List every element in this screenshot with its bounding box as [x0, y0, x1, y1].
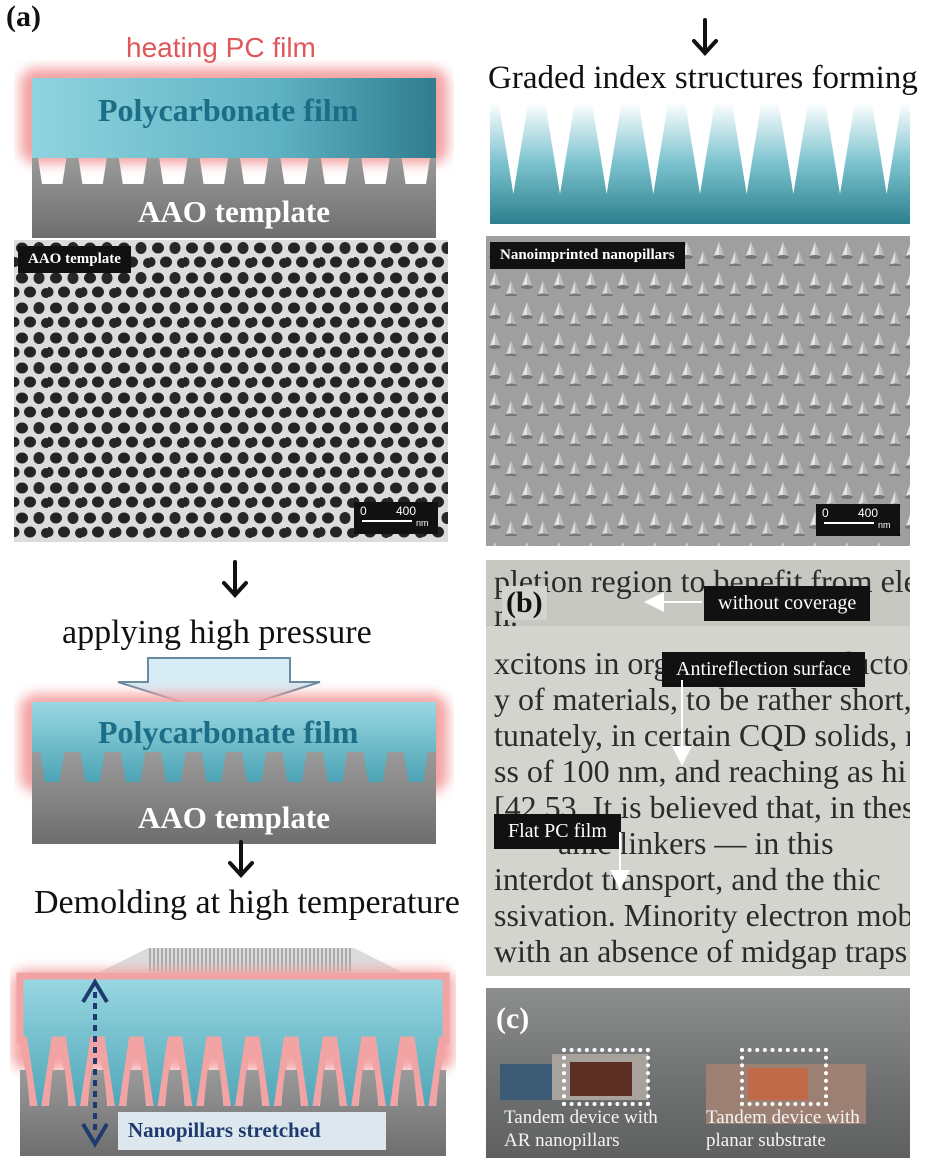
caption-right-line2: planar substrate: [706, 1130, 826, 1151]
scale-value: 400: [858, 506, 879, 520]
sem-aao-image: AAO template 0 400 nm: [14, 240, 448, 542]
scale-zero: 0: [822, 506, 829, 520]
white-pointer-arrow-icon: [610, 592, 702, 890]
scale-value: 400: [396, 504, 417, 518]
scale-line: [362, 520, 412, 522]
aao-template-layer: [32, 158, 436, 238]
tag-without-coverage: without coverage: [704, 586, 871, 621]
photo-c-device-left: [570, 1062, 632, 1096]
panel-label-c: (c): [496, 1002, 530, 1035]
sem-aao-scalebar: 0 400 nm: [354, 502, 438, 534]
caption-applying-pressure: applying high pressure: [62, 614, 372, 651]
heating-label: heating PC film: [126, 32, 316, 63]
sem-pillars-image: Nanoimprinted nanopillars 0 400 nm: [486, 236, 910, 546]
stretch-label-bg: [118, 1112, 386, 1150]
template-label-step2: AAO template: [138, 800, 330, 835]
caption-left-line2: AR nanopillars: [504, 1130, 620, 1151]
tag-antireflection: Antireflection surface: [662, 652, 865, 687]
caption-device-left: Tandem device with AR nanopillars: [504, 1106, 658, 1152]
down-arrow-icon: [228, 840, 254, 878]
photo-c-clip: [500, 1064, 560, 1100]
caption-demolding: Demolding at high temperature: [34, 884, 460, 921]
panel-label-b: (b): [502, 586, 547, 620]
template-label-step1: AAO template: [138, 194, 330, 229]
tag-flat-pc: Flat PC film: [494, 814, 621, 849]
scale-zero: 0: [360, 504, 367, 518]
step3-diagram: [12, 948, 454, 1156]
photo-b-text-block: pletion region to benefit from elec n. x…: [494, 560, 910, 976]
photo-text-line: y of materials, to be rather short,: [494, 681, 910, 717]
scale-line: [824, 522, 874, 524]
photo-text-line: to to these very attractive length-: [494, 966, 910, 976]
photo-text-line: tunately, in certain CQD solids, m: [494, 717, 910, 753]
film-label-step1: Polycarbonate film: [98, 92, 359, 128]
dashed-box-right: [740, 1048, 828, 1106]
sem-pillars-label: Nanoimprinted nanopillars: [490, 242, 685, 269]
polycarbonate-film-layer: [32, 78, 436, 158]
graded-index-diagram: [490, 102, 910, 224]
photo-c: (c) Tandem device with AR nanopillars Ta…: [486, 988, 910, 1158]
photo-text-line: ss of 100 nm, and reaching as hi: [494, 753, 907, 789]
photo-text-line: with an absence of midgap traps: [494, 933, 908, 969]
caption-right-line1: Tandem device with: [706, 1107, 860, 1128]
film-label-step2: Polycarbonate film: [98, 714, 359, 750]
photo-text-line: ssivation. Minority electron mob: [494, 897, 910, 933]
step1-diagram: [20, 68, 448, 238]
dashed-box-left: [562, 1048, 650, 1106]
double-headed-arrow-icon: [81, 978, 109, 1148]
photo-c-device-right: [748, 1068, 808, 1100]
photo-text-line: interdot transport, and the thic: [494, 861, 881, 897]
scale-unit: nm: [416, 518, 429, 528]
photo-b: pletion region to benefit from elec n. x…: [486, 560, 910, 976]
down-arrow-icon: [222, 560, 248, 598]
caption-left-line1: Tandem device with: [504, 1107, 658, 1128]
caption-graded-index: Graded index structures forming: [488, 60, 918, 96]
down-arrow-icon: [692, 18, 718, 56]
stretch-label: Nanopillars stretched: [128, 1118, 321, 1142]
sem-aao-label: AAO template: [18, 246, 131, 273]
panel-label-a: (a): [6, 0, 41, 33]
scale-unit: nm: [878, 520, 891, 530]
caption-device-right: Tandem device with planar substrate: [706, 1106, 860, 1152]
sem-pillars-scalebar: 0 400 nm: [816, 504, 900, 536]
step2-diagram: [20, 657, 448, 844]
